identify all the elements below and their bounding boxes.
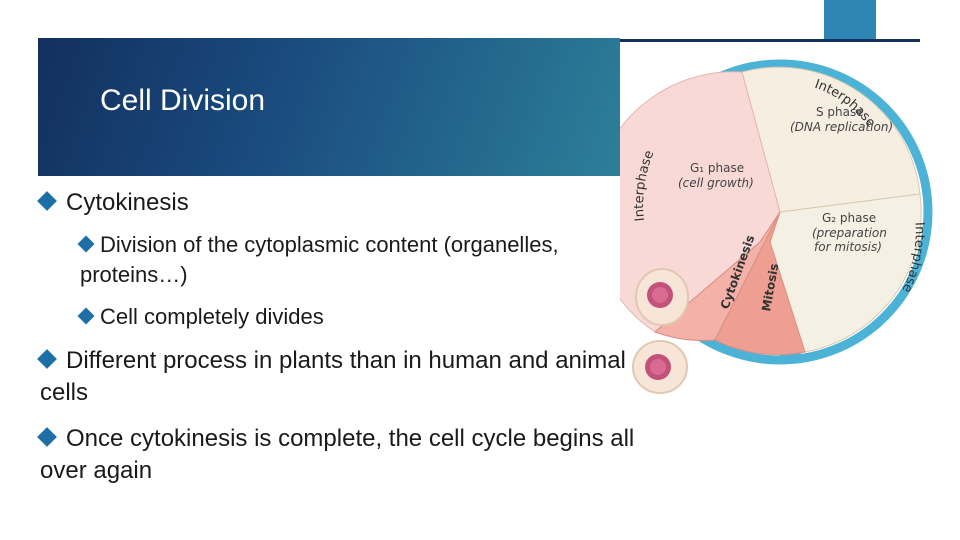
dividing-cell-bottom-icon [632,340,688,394]
g2-phase-desc-1: (preparation [812,226,887,240]
g1-phase-sector [620,71,781,333]
g1-phase-desc: (cell growth) [678,176,754,190]
diamond-bullet-icon [77,307,95,325]
slide-title: Cell Division [100,84,266,117]
banner-accent [824,0,876,40]
bullet-text: Different process in plants than in huma… [40,347,626,406]
bullet-cycle-restarts: Once cytokinesis is complete, the cell c… [37,423,680,487]
bullet-cell-divides: Cell completely divides [77,302,324,332]
diamond-bullet-icon [37,349,57,369]
s-phase-label: S phase [816,105,864,119]
bullet-different-process: Different process in plants than in huma… [37,345,640,409]
mitosis-sector [714,211,806,356]
g2-phase-desc-2: for mitosis) [814,240,882,254]
diamond-bullet-icon [37,191,57,211]
bullet-cytokinesis: Cytokinesis [37,187,189,219]
bullet-text: Cytokinesis [66,189,189,216]
banner-rule [620,39,920,42]
diamond-bullet-icon [77,235,95,253]
s-phase-sector [741,66,921,213]
g2-phase-sector [769,193,922,353]
title-banner [38,38,620,176]
bullet-text: Once cytokinesis is complete, the cell c… [40,425,635,484]
bullet-division-content: Division of the cytoplasmic content (org… [77,230,600,290]
s-phase-desc: (DNA replication) [790,120,893,134]
bullet-text: Division of the cytoplasmic content (org… [80,232,559,287]
cell-cycle-diagram: Interphase Interphase Interphase S phase… [620,59,933,394]
dividing-cell-top-icon [635,268,689,326]
g1-phase-label: G₁ phase [690,161,744,175]
diamond-bullet-icon [37,427,57,447]
g2-phase-label: G₂ phase [822,211,876,225]
bullet-text: Cell completely divides [100,304,324,329]
